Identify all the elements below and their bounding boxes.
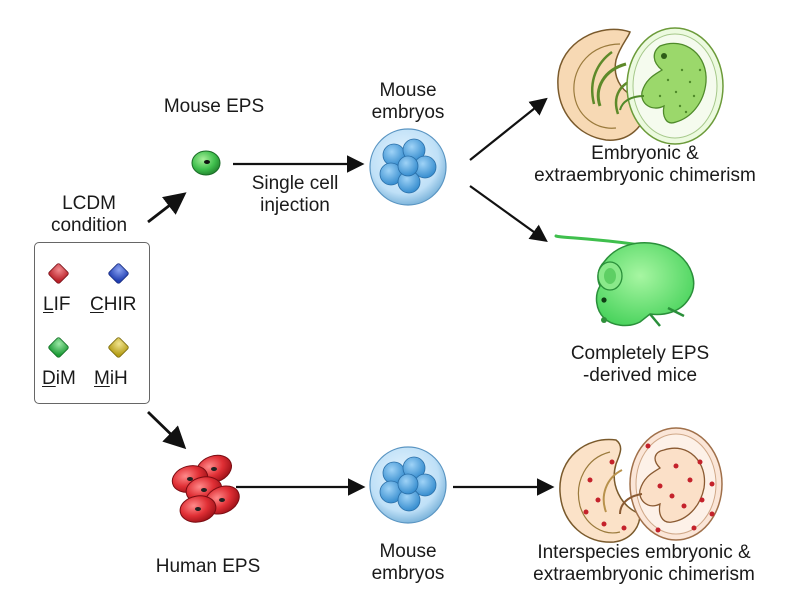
factor-lif-rest: IF: [53, 294, 71, 315]
interspecies-label-line1: Interspecies embryonic &: [537, 542, 751, 563]
factor-mih: MiH: [94, 368, 128, 390]
interspecies-conceptus-illustration: [559, 427, 723, 543]
eps-mice-label: Completely EPS -derived mice: [530, 343, 750, 387]
mouse-embryos-bottom-label: Mouse embryos: [350, 541, 466, 585]
mouse-embryos-top-line1: Mouse: [379, 80, 437, 101]
factor-dim-rest: iM: [55, 368, 76, 389]
mouse-embryos-top-line2: embryos: [371, 102, 445, 123]
factor-lif: LIF: [43, 294, 70, 316]
mouse-eps-cell: [191, 150, 221, 176]
mouse-embryo-top: [369, 128, 447, 206]
factor-chir-initial: C: [90, 294, 104, 315]
arrow-to-chimerism: [469, 97, 548, 161]
mouse-embryos-bottom-line2: embryos: [371, 563, 445, 584]
condition-title: LCDM condition: [26, 193, 152, 237]
factor-chir: CHIR: [90, 294, 136, 316]
condition-title-line2: condition: [50, 215, 128, 236]
condition-title-line1: LCDM: [62, 193, 116, 214]
arrow-condition-to-human-eps: [147, 410, 187, 450]
injection-label-line1: Single cell: [251, 173, 339, 194]
mouse-eps-label: Mouse EPS: [163, 96, 265, 117]
factor-lif-initial: L: [43, 294, 54, 315]
injection-label-line2: injection: [260, 195, 330, 216]
eps-mice-label-line1: Completely EPS: [570, 343, 710, 364]
factor-dim-initial: D: [42, 368, 56, 389]
mouse-embryo-bottom: [369, 446, 447, 524]
mouse-embryos-bottom-line1: Mouse: [379, 541, 437, 562]
injection-label: Single cell injection: [220, 173, 370, 217]
chimerism-label: Embryonic & extraembryonic chimerism: [495, 143, 795, 187]
factor-dim: DiM: [42, 368, 76, 390]
human-eps-label: Human EPS: [155, 556, 261, 577]
eps-derived-mouse-illustration: [554, 234, 695, 327]
factor-mih-rest: iH: [109, 368, 128, 389]
chimerism-label-line1: Embryonic &: [591, 143, 699, 164]
interspecies-label-line2: extraembryonic chimerism: [533, 564, 755, 585]
arrow-to-mice: [469, 185, 548, 243]
human-eps-cells: [171, 454, 240, 523]
factor-mih-initial: M: [94, 368, 110, 389]
factor-chir-rest: HIR: [103, 294, 137, 315]
arrow-condition-to-mouse-eps: [147, 192, 187, 224]
arrows: [147, 97, 555, 496]
mouse-conceptus-illustration: [557, 27, 724, 145]
interspecies-label: Interspecies embryonic & extraembryonic …: [494, 542, 794, 586]
eps-mice-label-line2: -derived mice: [582, 365, 698, 386]
mouse-embryos-top-label: Mouse embryos: [350, 80, 466, 124]
chimerism-label-line2: extraembryonic chimerism: [534, 165, 756, 186]
